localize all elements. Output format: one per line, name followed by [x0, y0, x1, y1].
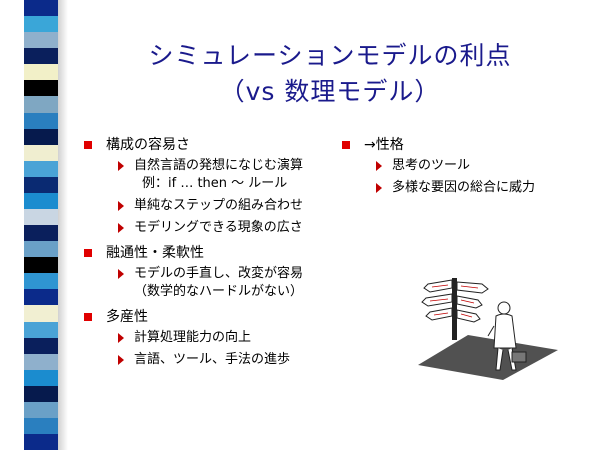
red-square-bullet-icon — [342, 141, 350, 149]
stripe-segment — [24, 369, 58, 386]
sub-bullet-text: モデリングできる現象の広さ — [134, 220, 303, 235]
arrow-bullet-icon — [376, 183, 382, 193]
bullet-label: →性格 — [364, 137, 404, 153]
bullet-label: 融通性・柔軟性 — [106, 245, 204, 261]
sub-bullet-text: 計算処理能力の向上 — [134, 330, 252, 345]
sub-bullet-text: モデルの手直し、改変が容易 — [134, 266, 304, 281]
stripe-segment — [24, 241, 58, 258]
arrow-bullet-icon — [118, 201, 124, 211]
arrow-bullet-icon — [118, 269, 124, 279]
arrow-bullet-icon — [118, 223, 124, 233]
stripe-segment — [24, 225, 58, 242]
sub-bullet: 思考のツール — [376, 157, 582, 175]
arrow-bullet-icon — [376, 161, 382, 171]
arrow-bullet-icon — [118, 333, 124, 343]
sub-bullet: 計算処理能力の向上 — [118, 329, 344, 347]
sub-bullet-text: 言語、ツール、手法の進歩 — [134, 352, 291, 367]
sub-bullet: モデルの手直し、改変が容易 （数学的なハードルがない） — [118, 265, 344, 301]
red-square-bullet-icon — [84, 313, 92, 321]
bullet-item: 構成の容易さ — [84, 135, 344, 155]
sub-bullet: モデリングできる現象の広さ — [118, 219, 344, 237]
arrow-bullet-icon — [118, 161, 124, 171]
stripe-segment — [24, 144, 58, 161]
stripe-segment — [24, 321, 58, 338]
stripe-segment — [24, 128, 58, 145]
sub-bullet-text-continued: （数学的なハードルがない） — [134, 284, 304, 299]
stripe-segment — [24, 192, 58, 210]
stripe-segment — [24, 434, 58, 450]
left-column: 構成の容易さ 自然言語の発想になじむ演算 例：if … then ～ ルール 単… — [84, 135, 344, 373]
bullet-label: 構成の容易さ — [106, 137, 190, 153]
red-square-bullet-icon — [84, 249, 92, 257]
stripe-segment — [24, 16, 58, 33]
signpost-businessman-illustration — [418, 278, 558, 380]
stripe-segment — [24, 418, 58, 435]
stripe-segment — [24, 289, 58, 306]
slide-title: シミュレーションモデルの利点 — [148, 41, 512, 70]
stripe-segment — [24, 48, 58, 65]
sub-bullet-text: 単純なステップの組み合わせ — [134, 198, 304, 213]
sub-bullet-text: 自然言語の発想になじむ演算 — [134, 158, 304, 173]
sign-red-marks-icon — [429, 284, 479, 318]
sub-bullet: 多様な要因の総合に威力 — [376, 179, 582, 197]
businessman-icon — [487, 301, 527, 371]
stripe-segment — [24, 32, 58, 49]
right-column: →性格 思考のツール 多様な要因の総合に威力 — [342, 135, 582, 201]
arrow-bullet-icon — [118, 355, 124, 365]
stripe-segment — [24, 176, 58, 193]
bullet-item: →性格 — [342, 135, 582, 155]
stripe-shadow — [58, 0, 68, 450]
sub-bullet: 単純なステップの組み合わせ — [118, 197, 344, 215]
stripe-segment — [24, 353, 58, 370]
shadow-shape — [418, 335, 558, 380]
stripe-segment — [24, 385, 58, 402]
bullet-item: 融通性・柔軟性 — [84, 243, 344, 263]
stripe-segment — [24, 337, 58, 354]
slide-subtitle: （vs 数理モデル） — [219, 77, 441, 106]
bullet-label: 多産性 — [106, 309, 148, 325]
sub-bullet: 言語、ツール、手法の進歩 — [118, 351, 344, 369]
sub-bullet: 自然言語の発想になじむ演算 例：if … then ～ ルール — [118, 157, 344, 193]
sub-bullet-text-continued: 例：if … then ～ ルール — [142, 176, 288, 191]
stripe-segment — [24, 257, 58, 274]
sub-bullet-text: 多様な要因の総合に威力 — [392, 180, 536, 195]
stripe-segment — [24, 160, 58, 177]
stripe-segment — [24, 0, 58, 17]
stripe-segment — [24, 80, 58, 97]
stripe-segment — [24, 305, 58, 322]
bullet-item: 多産性 — [84, 307, 344, 327]
signpost-pole-icon — [452, 278, 457, 340]
stripe-segment — [24, 112, 58, 129]
stripe-segment — [24, 96, 58, 113]
stripe-segment — [24, 64, 58, 81]
stripe-segment — [24, 209, 58, 226]
decorative-stripe-bar — [24, 0, 58, 450]
red-square-bullet-icon — [84, 141, 92, 149]
stripe-segment — [24, 401, 58, 419]
stripe-segment — [24, 273, 58, 290]
sub-bullet-text: 思考のツール — [392, 158, 471, 173]
